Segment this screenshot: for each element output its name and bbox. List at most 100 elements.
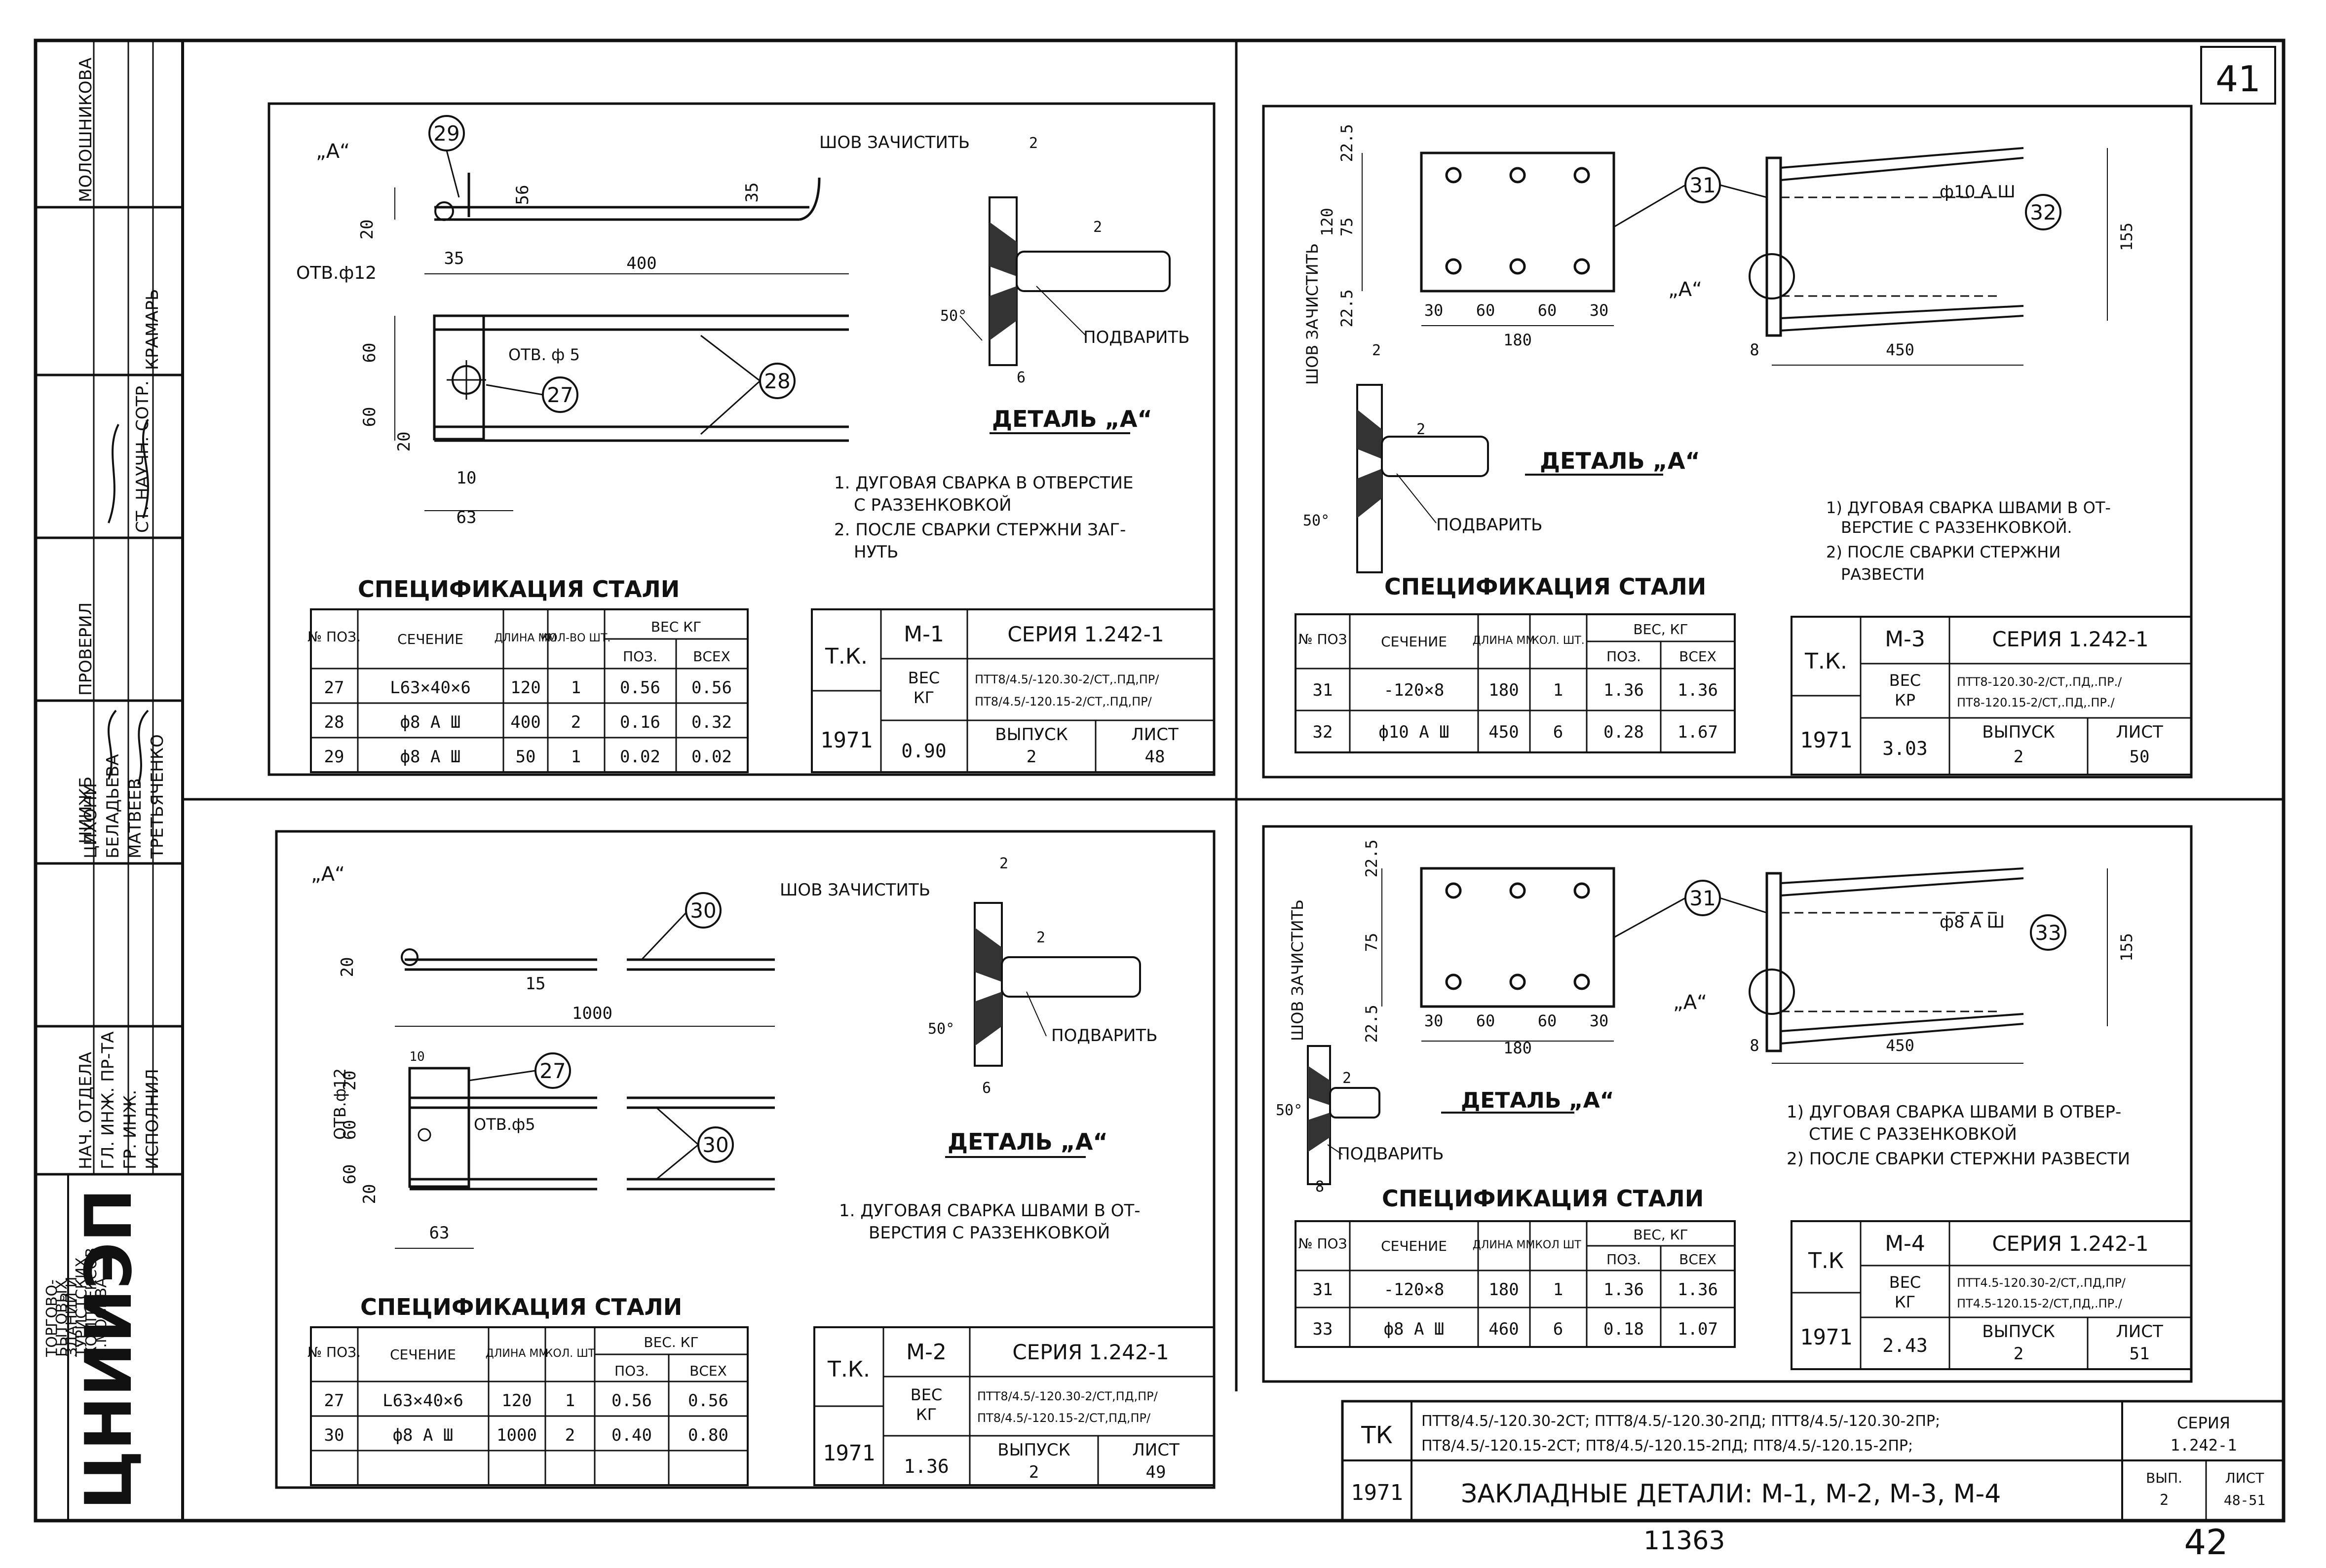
spec-cell: 0.56	[611, 1391, 652, 1411]
stamp-name: МОЛОШНИКОВА	[76, 58, 96, 202]
spec-cell: 1.36	[1678, 680, 1718, 700]
stamp-list-val: 51	[2130, 1344, 2150, 1364]
panel-m1: 29 27 28 „А“ ОТВ.ф12 ОТВ. ф 5 20 56 35 3…	[267, 102, 1216, 776]
detail-dim: 50°	[1303, 512, 1330, 529]
note-line: 1. ДУГОВАЯ СВАРКА В ОТВЕРСТИЕ	[834, 473, 1133, 493]
stamp-ves: ВЕС	[1889, 671, 1921, 690]
callout-31: 31	[1689, 886, 1716, 910]
stamp-list-val: 50	[2130, 747, 2150, 767]
dim: 15	[526, 974, 546, 994]
spec-cell: 6	[1553, 722, 1563, 742]
dim: 75	[1337, 218, 1356, 237]
dim: 450	[1886, 1036, 1914, 1055]
spec-cell: 0.56	[620, 678, 660, 698]
stamp-year: 1971	[820, 728, 873, 753]
detail-dim: 2	[1029, 135, 1038, 152]
stamp-tk: Т.К	[1808, 1248, 1844, 1273]
spec-cell: 0.16	[620, 712, 660, 732]
stamp-weight: 1.36	[904, 1456, 949, 1477]
dim: 155	[2117, 223, 2136, 251]
dim: 30	[1424, 301, 1444, 320]
spec-cell: 0.80	[688, 1425, 728, 1445]
left-stamp: ЦНИИЭП ТОРГОВО- БЫТОВЫХ ЗДАНИЙ И ТУРИСТС…	[36, 40, 183, 1521]
spec-header: ВСЕХ	[1679, 1251, 1716, 1268]
stamp-org-line: ЗДАНИЙ И	[63, 1276, 80, 1357]
title-vyp: 2	[2160, 1492, 2169, 1509]
stamp-org-line: Г.МОСКВА	[93, 1277, 110, 1357]
dim: 20	[340, 1071, 360, 1091]
m2-plan-view	[395, 948, 775, 1249]
stamp-role: СТ. НАУЧН. СОТР.	[133, 380, 153, 533]
stamp-ves: ВЕС	[1889, 1273, 1921, 1292]
dim: 22.5	[1362, 1005, 1381, 1043]
signature	[108, 709, 149, 785]
spec-header: ДЛИНА ММ	[1473, 1239, 1535, 1251]
stamp-name: КРАМАРЬ	[143, 289, 162, 370]
title-vyp-label: ВЫП.	[2146, 1470, 2182, 1486]
stamp-vypusk-val: 2	[1027, 747, 1036, 767]
sheet-number-bottom: 42	[2184, 1522, 2228, 1563]
stamp-vypusk: ВЫПУСК	[997, 1440, 1070, 1460]
detail-dim: 2	[1036, 929, 1045, 946]
spec-cell: -120×8	[1384, 1280, 1445, 1300]
dim: 20	[338, 957, 357, 977]
spec-cell: 0.56	[691, 678, 732, 698]
sheet-number-box	[2200, 46, 2276, 105]
stamp-weight: 2.43	[1882, 1335, 1928, 1356]
spec-cell: 31	[1313, 1280, 1333, 1300]
title-tk: ТК	[1361, 1421, 1392, 1449]
dim: 1000	[572, 1004, 612, 1023]
spec-cell: 120	[510, 678, 540, 698]
stamp-item: ПТТ4.5-120.30-2/СТ,.ПД,ПР/	[1957, 1276, 2126, 1290]
dim: 20	[394, 432, 414, 452]
spec-header: ПОЗ.	[1606, 648, 1641, 665]
m4-spec-table	[1295, 1220, 1736, 1348]
hole-label: ОТВ.ф12	[331, 1068, 349, 1140]
note-line: 1. ДУГОВАЯ СВАРКА ШВАМИ В ОТ-	[839, 1201, 1141, 1221]
spec-header: № ПОЗ.	[307, 629, 361, 645]
detail-dim: 2	[999, 855, 1008, 872]
callout-33: 33	[2035, 921, 2061, 945]
note-line: ВЕРСТИЯ С РАЗЗЕНКОВКОЙ	[869, 1223, 1110, 1243]
m2-stamp	[813, 1326, 1215, 1486]
dim: 22.5	[1362, 839, 1381, 877]
stamp-name: МАТВЕЕВ	[125, 778, 145, 859]
stamp-kg: КГ	[1895, 1293, 1915, 1311]
spec-cell: 32	[1313, 722, 1333, 742]
stamp-mark: М-2	[906, 1340, 947, 1365]
m3-plate-view	[1362, 147, 2108, 366]
spec-cell: 1.36	[1678, 1280, 1718, 1300]
m2-spec-table	[310, 1326, 749, 1486]
dim: 180	[1503, 331, 1532, 349]
stamp-vypusk-val: 2	[1029, 1462, 1039, 1482]
spec-header: СЕЧЕНИЕ	[397, 631, 463, 647]
title-series: 1.242-1	[2171, 1436, 2237, 1455]
stamp-year: 1971	[823, 1441, 875, 1466]
spec-cell: L63×40×6	[382, 1391, 463, 1411]
dim: 60	[360, 407, 380, 427]
rod-label: ф8 А Ш	[1940, 912, 2005, 932]
detail-title: ДЕТАЛЬ „А“	[1540, 448, 1700, 474]
dim: 8	[1750, 340, 1759, 359]
stamp-vypusk-val: 2	[2014, 1344, 2023, 1364]
m1-spec-table	[310, 608, 749, 773]
callout-28: 28	[764, 369, 790, 393]
spec-header: ДЛИНА ММ	[486, 1347, 548, 1360]
spec-cell: 1	[571, 747, 581, 767]
stamp-role: ПРОВЕРИЛ	[76, 602, 96, 696]
title-list-label: ЛИСТ	[2225, 1470, 2265, 1486]
spec-cell: 2	[565, 1425, 575, 1445]
spec-cell: 33	[1313, 1319, 1333, 1339]
spec-cell: 0.18	[1603, 1319, 1644, 1339]
spec-cell: -120×8	[1384, 680, 1445, 700]
detail-mark: „А“	[1668, 278, 1702, 301]
dim: 60	[1476, 301, 1495, 320]
detail-dim: 2	[1416, 421, 1425, 438]
panel-frame	[1262, 825, 2193, 1383]
stamp-org-line: ТОРГОВО-	[43, 1279, 61, 1357]
spec-header: КОЛ-ВО ШТ.	[541, 632, 611, 644]
note-line: 1) ДУГОВАЯ СВАРКА ШВАМИ В ОТВЕР-	[1787, 1102, 2121, 1122]
stamp-ves: ВЕС	[911, 1385, 943, 1404]
spec-cell: 1.67	[1678, 722, 1718, 742]
stamp-org-line: КОМПЛЕКСОВ	[83, 1248, 100, 1357]
